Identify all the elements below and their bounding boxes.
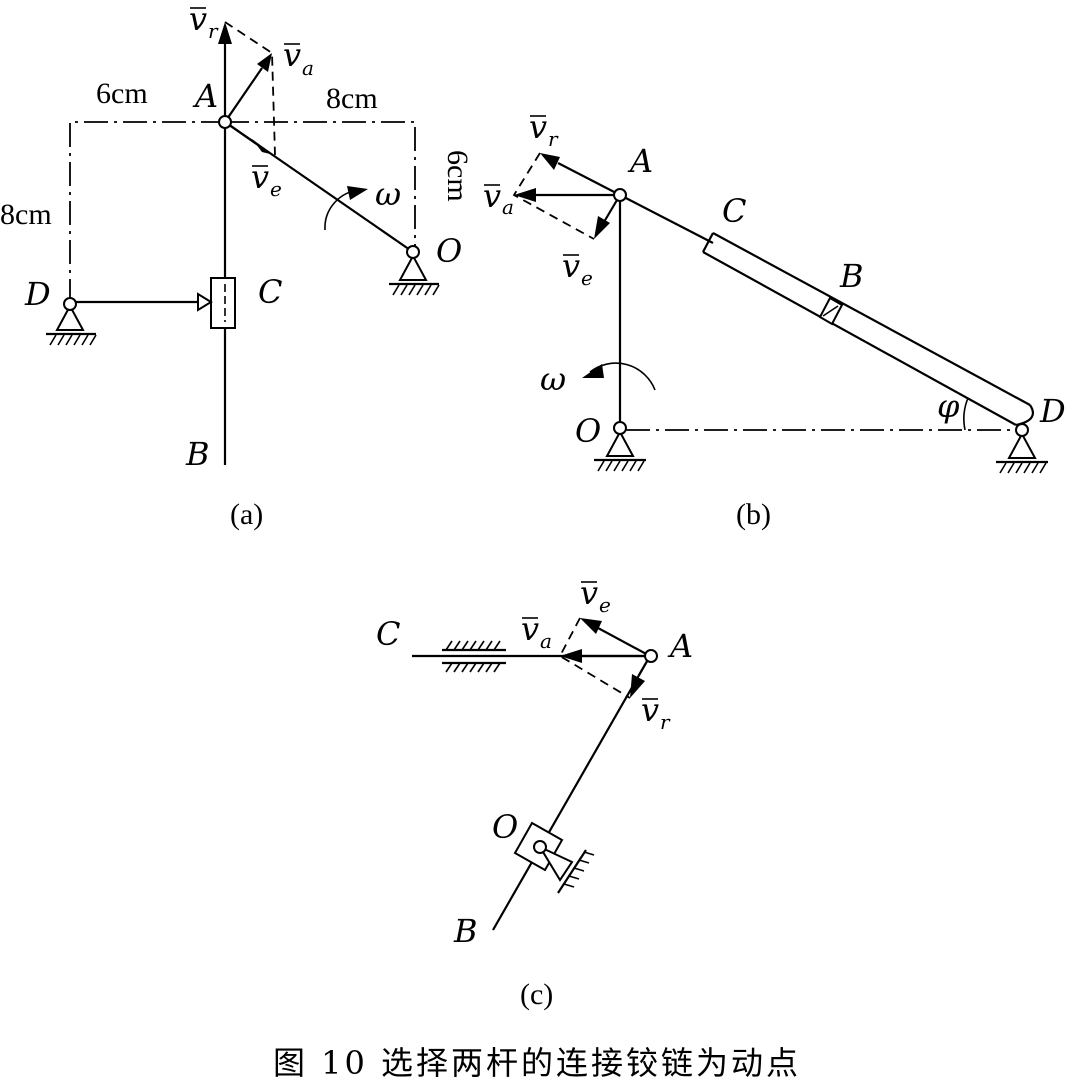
pin-a-a (218, 115, 232, 129)
vector-label-ve-a: v e (251, 158, 282, 201)
vector-label-vr-c: v r (641, 691, 671, 734)
dim-a-8cm-v: 8cm (0, 198, 52, 231)
vector-va-a (224, 67, 263, 123)
svg-text:v: v (251, 158, 269, 196)
svg-text:r: r (208, 19, 219, 43)
label-b-d: D (1039, 392, 1066, 430)
arrowhead-ve-b (594, 216, 610, 239)
vector-label-vr-a: v r (189, 0, 219, 43)
parallelogram-a (224, 21, 276, 156)
arrowhead-vr-b (540, 153, 560, 170)
parallelogram-b (512, 152, 595, 240)
rod-ab-c (492, 655, 651, 931)
sleeve-cap (1015, 404, 1034, 427)
panel-b-label: (b) (736, 498, 771, 531)
svg-text:r: r (660, 710, 671, 734)
parallelogram-c (558, 617, 631, 699)
vector-label-va-a: v a (283, 36, 314, 80)
omega-label-a: ω (375, 175, 401, 213)
arrowhead-va-c (560, 649, 582, 663)
label-a-o: O (436, 232, 462, 270)
slider-c-hinge (197, 292, 213, 312)
svg-text:a: a (302, 56, 314, 80)
dimension-line-left (69, 121, 225, 302)
arrowhead-vr-a (218, 22, 232, 44)
dim-a-8cm-h: 8cm (326, 82, 378, 115)
omega-arrow-b (582, 364, 604, 378)
sleeve-end (702, 232, 714, 253)
label-b-c: C (722, 192, 746, 230)
label-a-c: C (258, 273, 282, 311)
label-c-c: C (376, 615, 400, 653)
label-a-b: B (185, 435, 210, 473)
slider-b-hatch (822, 305, 839, 317)
svg-text:r: r (548, 127, 559, 151)
dim-a-6cm-h: 6cm (96, 77, 148, 110)
label-a-d: D (24, 275, 51, 313)
arrowhead-va-b (514, 188, 536, 202)
svg-text:v: v (562, 247, 580, 285)
vector-label-ve-c: v e (580, 574, 611, 617)
svg-text:a: a (540, 629, 552, 653)
svg-text:v: v (189, 0, 207, 38)
support-o-b (594, 421, 646, 472)
dimension-line-right (225, 121, 416, 250)
support-o (389, 245, 440, 296)
svg-text:v: v (641, 691, 659, 729)
figure-caption: 图 10 选择两杆的连接铰链为动点 (273, 1044, 801, 1082)
svg-text:v: v (521, 610, 539, 648)
support-o-c (533, 840, 595, 894)
arrowhead-vr-c (630, 674, 645, 698)
vector-vr-b (557, 162, 621, 196)
support-d-b (996, 423, 1048, 474)
svg-text:a: a (502, 195, 514, 219)
label-c-b: B (453, 912, 478, 950)
panel-c-label: (c) (520, 978, 553, 1011)
svg-text:e: e (599, 593, 611, 617)
omega-label-b: ω (540, 360, 566, 398)
svg-text:v: v (483, 177, 501, 215)
label-c-o: O (492, 808, 518, 846)
vector-label-vr-b: v r (529, 108, 559, 151)
support-d (46, 297, 97, 346)
label-c-a: A (667, 627, 693, 665)
panel-a-label: (a) (230, 498, 263, 531)
svg-text:e: e (270, 177, 282, 201)
vector-ve-c (597, 627, 651, 657)
arrowhead-ve-c (580, 618, 602, 634)
rod-ac (619, 194, 714, 244)
arrowhead-va-a (257, 53, 272, 72)
dim-a-6cm-v: 6cm (441, 150, 474, 202)
sleeve-top (712, 232, 1031, 406)
svg-text:e: e (581, 266, 593, 290)
svg-text:v: v (580, 574, 598, 612)
label-b-o: O (575, 412, 601, 450)
vector-label-va-c: v a (521, 610, 552, 653)
label-b-b: B (839, 257, 864, 295)
vector-label-va-b: v a (483, 177, 514, 219)
panel-c: A B C O v e v a v r (c) (376, 574, 693, 1011)
label-a-a: A (192, 77, 218, 115)
label-b-a: A (627, 142, 653, 180)
svg-text:v: v (529, 108, 547, 146)
vector-label-ve-b: v e (562, 247, 593, 290)
arrowhead-ve-a (252, 139, 274, 155)
svg-text:v: v (283, 36, 301, 74)
pin-a-b (613, 188, 627, 202)
slider-c (210, 277, 236, 329)
phi-label: φ (937, 387, 960, 425)
omega-arrow-a (347, 186, 368, 200)
panel-a: A B C D O 6cm 8cm 8cm 6cm ω v r v a v e … (0, 0, 474, 531)
pin-a-c (644, 649, 658, 663)
phi-arc (963, 397, 969, 431)
sleeve-bottom (702, 251, 1017, 426)
panel-b: A B C D O ω φ v r v a v e (b) (483, 108, 1066, 531)
guide-c (442, 640, 506, 673)
